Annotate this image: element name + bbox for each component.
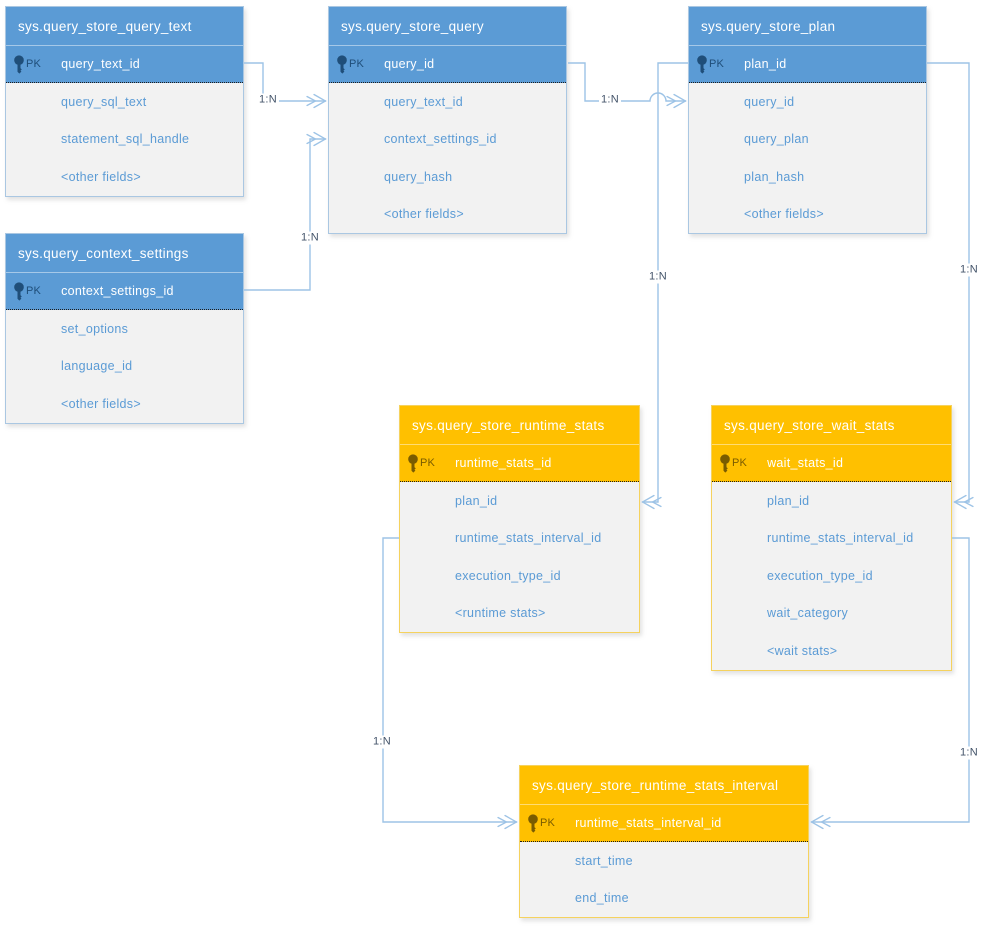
entity-table-sys.query_store_wait_stats: sys.query_store_wait_stats PK wait_stats… xyxy=(711,405,952,671)
table-fields: set_options language_id <other fields> xyxy=(6,310,243,423)
field-row: query_plan xyxy=(744,132,809,147)
field-row: statement_sql_handle xyxy=(61,132,190,147)
key-icon xyxy=(528,813,538,833)
key-icon xyxy=(697,54,707,74)
pk-label: PK xyxy=(732,457,748,469)
pk-label: PK xyxy=(26,285,42,297)
table-fields: plan_id runtime_stats_interval_id executio… xyxy=(400,482,639,632)
pk-field-name: runtime_stats_interval_id xyxy=(575,816,722,830)
primary-key-row: PK query_id xyxy=(329,45,566,83)
field-row: plan_hash xyxy=(744,169,805,184)
pk-field-name: runtime_stats_id xyxy=(455,456,552,470)
field-row: set_options xyxy=(61,321,129,336)
table-fields: query_text_id context_settings_id query_ha… xyxy=(329,83,566,233)
pk-label: PK xyxy=(420,457,436,469)
field-row: execution_type_id xyxy=(767,568,873,583)
field-row: execution_type_id xyxy=(455,568,561,583)
key-icon xyxy=(408,453,418,473)
field-row: context_settings_id xyxy=(384,132,497,147)
pk-label: PK xyxy=(540,817,556,829)
table-fields: query_id query_plan plan_hash <other fields… xyxy=(689,83,926,233)
table-title: sys.query_store_plan xyxy=(689,7,926,45)
field-row: <other fields> xyxy=(384,207,464,222)
field-row: query_sql_text xyxy=(61,94,147,109)
key-icon xyxy=(337,54,347,74)
key-icon xyxy=(14,281,24,301)
field-row: <other fields> xyxy=(744,207,824,222)
entity-table-sys.query_context_settings: sys.query_context_settings PK context_se… xyxy=(5,233,244,424)
pk-field-name: plan_id xyxy=(744,57,787,71)
table-fields: query_sql_text statement_sql_handle <other… xyxy=(6,83,243,196)
table-title: sys.query_store_query_text xyxy=(6,7,243,45)
primary-key-row: PK runtime_stats_id xyxy=(400,444,639,482)
field-row: plan_id xyxy=(455,493,498,508)
primary-key-row: PK context_settings_id xyxy=(6,272,243,310)
field-row: wait_category xyxy=(767,606,849,621)
pk-field-name: context_settings_id xyxy=(61,284,174,298)
relationship-line xyxy=(244,131,327,291)
cardinality-label: 1:N xyxy=(646,270,670,284)
primary-key-row: PK query_text_id xyxy=(6,45,243,83)
table-title: sys.query_store_query xyxy=(329,7,566,45)
primary-key-row: PK runtime_stats_interval_id xyxy=(520,804,808,842)
pk-label: PK xyxy=(26,58,42,70)
key-icon xyxy=(14,54,24,74)
pk-field-name: query_text_id xyxy=(61,57,141,71)
pk-label: PK xyxy=(349,58,365,70)
field-row: <other fields> xyxy=(61,169,141,184)
primary-key-row: PK wait_stats_id xyxy=(712,444,951,482)
field-row: runtime_stats_interval_id xyxy=(455,531,602,546)
pk-field-name: query_id xyxy=(384,57,435,71)
primary-key-row: PK plan_id xyxy=(689,45,926,83)
table-fields: plan_id runtime_stats_interval_id executio… xyxy=(712,482,951,670)
key-icon xyxy=(720,453,730,473)
entity-table-sys.query_store_runtime_stats_interval: sys.query_store_runtime_stats_interval P… xyxy=(519,765,809,918)
field-row: query_id xyxy=(744,94,795,109)
table-title: sys.query_context_settings xyxy=(6,234,243,272)
field-row: query_text_id xyxy=(384,94,463,109)
entity-table-sys.query_store_query: sys.query_store_query PK query_id query_… xyxy=(328,6,567,234)
relationship-line xyxy=(568,62,687,109)
table-title: sys.query_store_wait_stats xyxy=(712,406,951,444)
entity-table-sys.query_store_plan: sys.query_store_plan PK plan_id query_id… xyxy=(688,6,927,234)
table-fields: start_time end_time xyxy=(520,842,808,917)
cardinality-label: 1:N xyxy=(598,93,622,107)
field-row: query_hash xyxy=(384,169,453,184)
pk-field-name: wait_stats_id xyxy=(767,456,844,470)
cardinality-label: 1:N xyxy=(256,93,280,107)
field-row: language_id xyxy=(61,359,133,374)
field-row: <other fields> xyxy=(61,396,141,411)
entity-table-sys.query_store_query_text: sys.query_store_query_text PK query_text… xyxy=(5,6,244,197)
table-title: sys.query_store_runtime_stats_interval xyxy=(520,766,808,804)
cardinality-label: 1:N xyxy=(298,231,322,245)
entity-table-sys.query_store_runtime_stats: sys.query_store_runtime_stats PK runtime… xyxy=(399,405,640,633)
field-row: end_time xyxy=(575,891,629,906)
field-row: <wait stats> xyxy=(767,643,838,658)
table-title: sys.query_store_runtime_stats xyxy=(400,406,639,444)
cardinality-label: 1:N xyxy=(370,735,394,749)
field-row: start_time xyxy=(575,853,633,868)
field-row: runtime_stats_interval_id xyxy=(767,531,914,546)
cardinality-label: 1:N xyxy=(957,263,981,277)
pk-label: PK xyxy=(709,58,725,70)
field-row: <runtime stats> xyxy=(455,606,546,621)
cardinality-label: 1:N xyxy=(957,746,981,760)
field-row: plan_id xyxy=(767,493,810,508)
